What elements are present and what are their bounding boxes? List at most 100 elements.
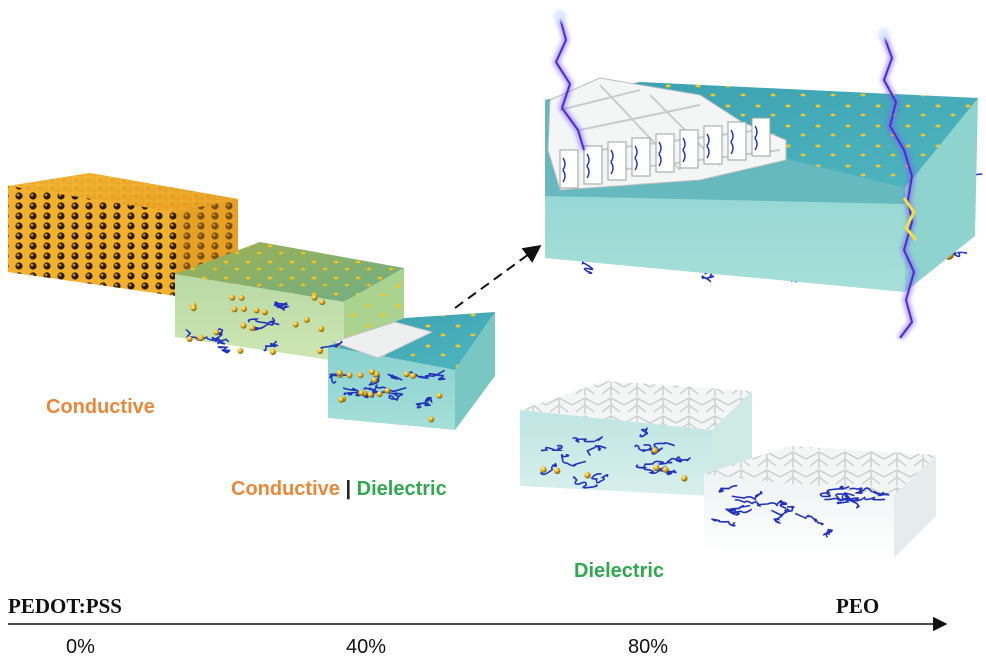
crystal-lamella <box>727 121 747 161</box>
nanoparticle <box>367 391 374 398</box>
nanoparticle <box>369 368 376 375</box>
nanoparticle <box>253 307 260 314</box>
lamella-chain <box>634 145 638 171</box>
lamella-chain <box>730 129 734 155</box>
polymer-chain <box>388 392 404 401</box>
nanoparticle <box>213 329 220 336</box>
nanoparticle <box>681 475 688 482</box>
nanoparticle <box>357 372 364 379</box>
nanoparticle <box>292 321 299 328</box>
crystal-lamella <box>631 137 651 177</box>
axis-end-label: PEO <box>836 594 880 618</box>
polymer-chain <box>581 260 594 274</box>
nanoparticle <box>190 305 197 312</box>
polymer-chain <box>320 340 343 350</box>
lamella-chain <box>586 153 590 179</box>
peo-block-top <box>704 446 936 496</box>
polymer-chain <box>718 484 738 493</box>
polymer-chain <box>217 346 231 354</box>
polymer-chain <box>734 498 779 507</box>
polymer-chain <box>795 512 824 526</box>
pedot-block-front <box>8 186 176 296</box>
label-mixed-separator: | <box>345 478 352 500</box>
lamella-chain <box>610 149 614 175</box>
polymer-chain <box>247 318 280 326</box>
zoom-arrow <box>454 244 542 309</box>
nanoparticle <box>371 377 378 383</box>
nanoparticle <box>653 464 660 471</box>
mixed-block-mid <box>328 312 495 430</box>
polymer-chain <box>725 504 751 516</box>
crystal-lamella <box>679 129 699 169</box>
electric-discharge-right <box>878 28 918 340</box>
nanoparticle <box>249 325 256 332</box>
polymer-chain <box>770 509 783 525</box>
mixed-mid-side <box>455 312 495 430</box>
polymer-chain <box>572 436 603 444</box>
nanoparticle <box>403 371 410 378</box>
polymer-chain <box>560 453 587 467</box>
polymer-chain <box>848 495 886 502</box>
nanoparticle <box>311 294 318 301</box>
polymer-chain <box>415 402 431 409</box>
nanoparticle <box>240 322 247 329</box>
polymer-chain <box>419 372 446 381</box>
polymer-chain <box>666 455 691 464</box>
polymer-chain <box>822 528 834 538</box>
polymer-chain <box>849 487 873 495</box>
nanoparticle <box>662 466 669 473</box>
crystal-lamella <box>703 125 723 165</box>
nanoparticle <box>346 372 353 379</box>
electric-discharge-left <box>552 10 587 151</box>
nanoparticle <box>651 447 659 454</box>
polymer-chain <box>540 462 558 476</box>
nanoparticle <box>261 309 268 316</box>
axis-start-label: PEDOT:PSS <box>8 594 122 618</box>
nanoparticle <box>336 370 343 376</box>
nanoparticle <box>238 294 245 301</box>
lamella-chain <box>754 125 758 151</box>
mixed-high-front <box>520 410 712 496</box>
nanoparticle <box>186 336 193 342</box>
label-dielectric: Dielectric <box>574 560 665 582</box>
nanoparticle <box>373 371 380 378</box>
crystal-lamella-small <box>331 321 434 359</box>
lamella-chain <box>562 157 566 183</box>
polymer-chain <box>638 460 668 469</box>
lamella-chain <box>682 137 686 163</box>
nanoparticle <box>376 391 383 398</box>
nanoparticle <box>553 467 561 474</box>
mixed-block-high <box>520 381 752 496</box>
crystal-lamella <box>655 133 675 173</box>
lamella-chain <box>706 133 710 159</box>
nanoparticle <box>198 335 205 341</box>
polymer-chain <box>836 498 860 509</box>
zoomed-block <box>545 10 978 340</box>
label-conductive: Conductive <box>46 396 155 418</box>
peo-block-side <box>894 455 936 558</box>
polymer-chain <box>779 505 795 518</box>
label-mixed-conductive: Conductive <box>231 478 340 500</box>
polymer-chain <box>819 485 850 498</box>
peo-block <box>704 446 936 558</box>
polymer-chain <box>711 518 736 527</box>
polymer-chain <box>368 383 407 393</box>
polymer-chain <box>872 490 890 497</box>
mixed-high-top <box>520 381 752 430</box>
polymer-chain <box>424 396 433 404</box>
mixed-mid-front <box>328 346 455 430</box>
nanoparticle <box>241 305 247 312</box>
zoom-side <box>905 98 978 292</box>
nanoparticle <box>436 392 443 399</box>
polymer-chain <box>540 444 564 452</box>
axis-tick-0: 0% <box>66 636 95 658</box>
nanoparticle <box>584 472 591 479</box>
polymer-chain <box>731 491 763 502</box>
polymer-chain <box>343 391 362 397</box>
spherulite-crystal <box>547 77 787 191</box>
polymer-chain <box>824 492 855 502</box>
polymer-chain <box>251 317 276 331</box>
crystal-lamella <box>559 149 579 189</box>
